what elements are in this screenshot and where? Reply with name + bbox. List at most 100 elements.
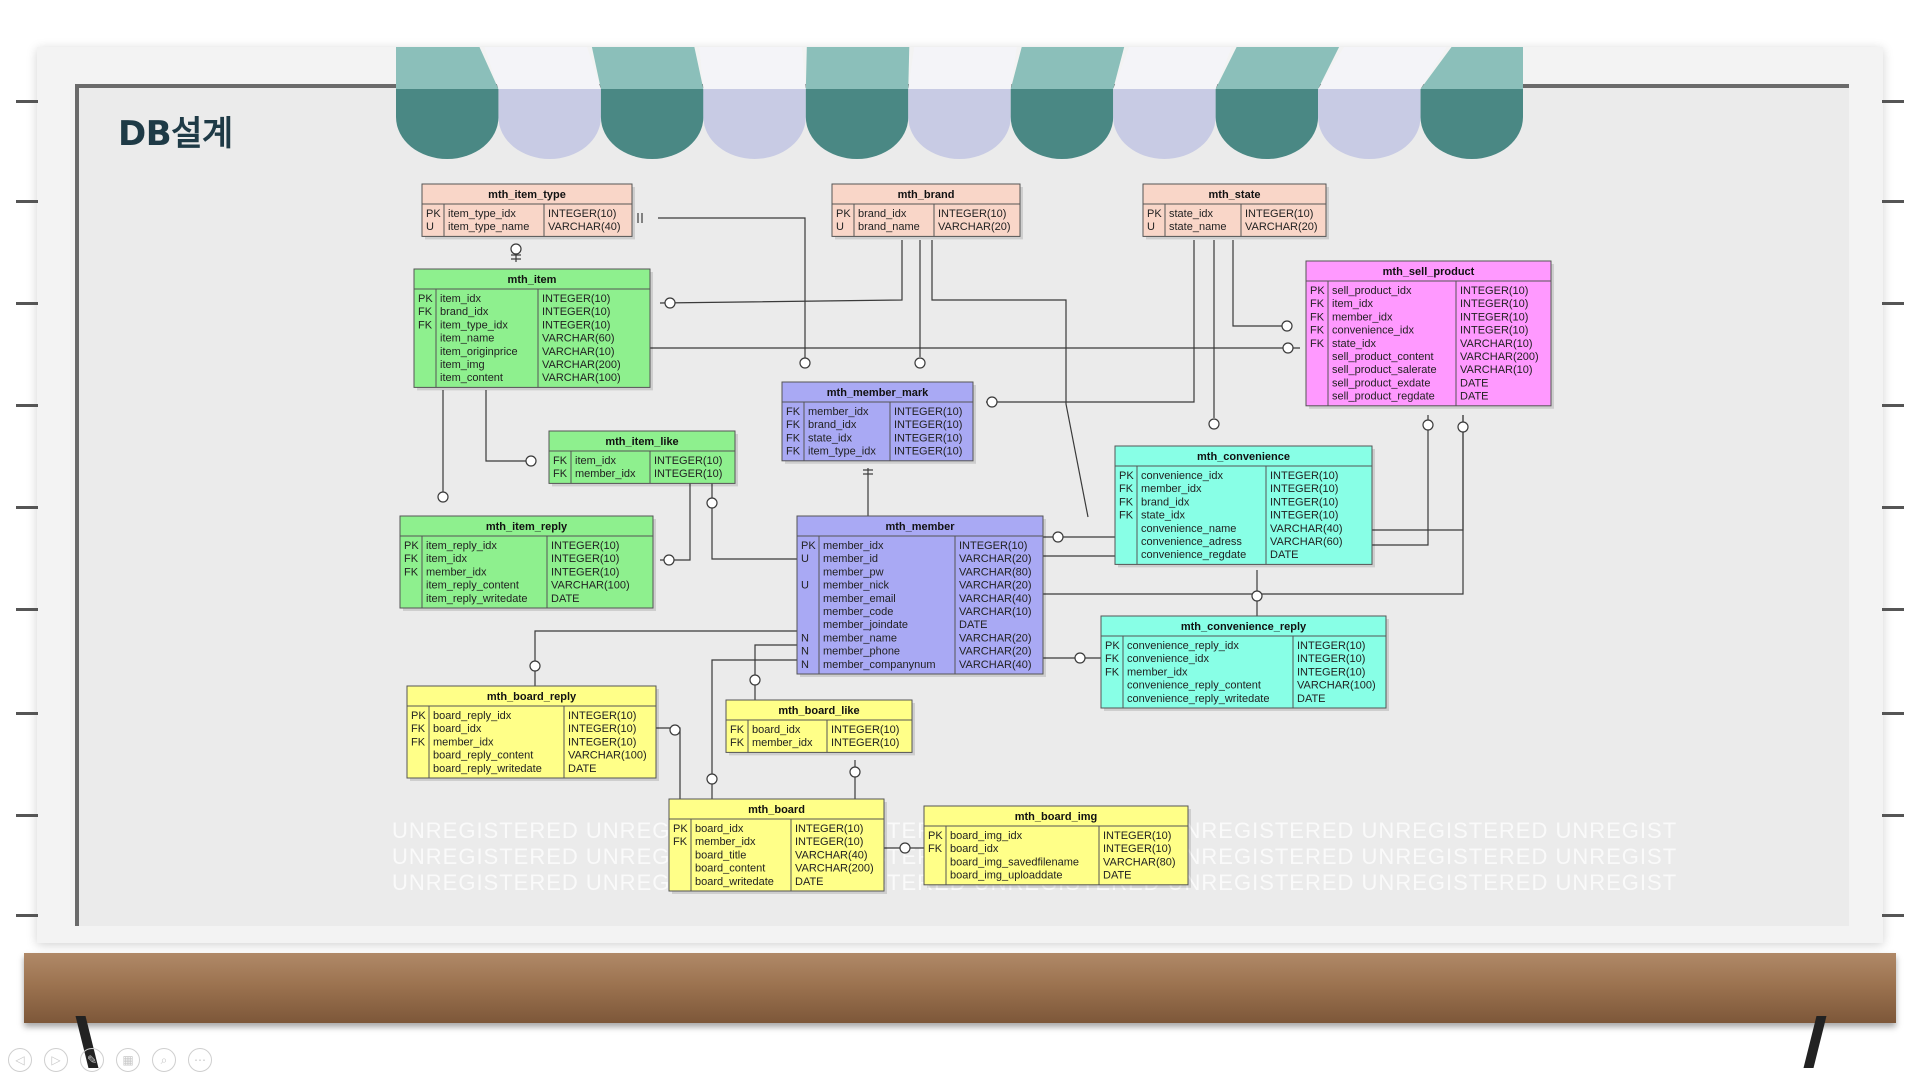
column-key: U bbox=[426, 221, 434, 233]
column-type: INTEGER(10) bbox=[795, 823, 863, 835]
column-key: FK bbox=[673, 836, 688, 848]
relationship-line bbox=[931, 240, 1089, 518]
table-name: mth_state bbox=[1209, 189, 1261, 201]
awning-stripe bbox=[484, 47, 601, 89]
column-name: state_idx bbox=[808, 432, 853, 444]
more-options-icon[interactable]: ⋯ bbox=[188, 1048, 212, 1072]
column-type: VARCHAR(100) bbox=[1297, 680, 1376, 692]
column-type: VARCHAR(20) bbox=[1245, 221, 1318, 233]
column-type: VARCHAR(200) bbox=[795, 863, 874, 875]
awning-stripe bbox=[1113, 47, 1232, 89]
column-type: INTEGER(10) bbox=[894, 419, 962, 431]
pen-icon[interactable]: ✎ bbox=[80, 1048, 104, 1072]
column-type: VARCHAR(20) bbox=[959, 580, 1032, 592]
column-type: INTEGER(10) bbox=[1297, 666, 1365, 678]
cardinality-zero-mark bbox=[1251, 590, 1263, 602]
column-key: PK bbox=[673, 823, 688, 835]
column-key: PK bbox=[426, 208, 441, 220]
column-type: INTEGER(10) bbox=[1270, 483, 1338, 495]
column-name: member_idx bbox=[695, 836, 756, 848]
table-name: mth_brand bbox=[898, 189, 955, 201]
column-type: DATE bbox=[1103, 870, 1132, 882]
cardinality-zero-mark bbox=[510, 243, 522, 255]
awning-scallop bbox=[1318, 89, 1421, 159]
column-key: U bbox=[801, 553, 809, 565]
column-key: FK bbox=[553, 468, 568, 480]
column-key: PK bbox=[411, 710, 426, 722]
column-type: VARCHAR(80) bbox=[1103, 856, 1176, 868]
table-box bbox=[923, 805, 1189, 886]
awning-scallop bbox=[1010, 89, 1114, 159]
awning-stripe bbox=[396, 47, 499, 89]
column-key: FK bbox=[411, 723, 426, 735]
zoom-icon[interactable]: ⌕ bbox=[152, 1048, 176, 1072]
column-key: PK bbox=[1119, 470, 1134, 482]
column-name: convenience_reply_content bbox=[1127, 680, 1261, 692]
table-box bbox=[406, 685, 657, 779]
column-type: INTEGER(10) bbox=[654, 468, 722, 480]
column-key: FK bbox=[1310, 325, 1325, 337]
table-box bbox=[796, 515, 1044, 675]
cardinality-zero-mark bbox=[849, 766, 861, 778]
awning-scallop bbox=[498, 89, 601, 159]
column-type: VARCHAR(200) bbox=[542, 359, 621, 371]
awning-scallop bbox=[1215, 89, 1319, 159]
column-name: state_idx bbox=[1332, 338, 1377, 350]
cardinality-zero-mark bbox=[529, 660, 541, 672]
column-name: board_reply_content bbox=[433, 750, 533, 762]
column-name: item_reply_writedate bbox=[426, 593, 528, 605]
cardinality-zero-mark bbox=[986, 396, 998, 408]
column-name: convenience_idx bbox=[1141, 470, 1223, 482]
table-name: mth_item_like bbox=[605, 436, 678, 448]
relationship-line bbox=[986, 240, 1195, 403]
table-box bbox=[668, 798, 885, 892]
column-type: INTEGER(10) bbox=[1460, 298, 1528, 310]
column-type: INTEGER(10) bbox=[654, 455, 722, 467]
column-name: member_idx bbox=[1141, 483, 1202, 495]
column-name: member_id bbox=[823, 553, 878, 565]
next-slide-icon[interactable]: ▷ bbox=[44, 1048, 68, 1072]
column-name: convenience_name bbox=[1141, 523, 1236, 535]
column-name: member_idx bbox=[1127, 666, 1188, 678]
column-key: PK bbox=[801, 540, 816, 552]
column-type: DATE bbox=[1297, 693, 1326, 705]
cardinality-zero-mark bbox=[899, 842, 911, 854]
column-type: VARCHAR(40) bbox=[795, 849, 868, 861]
column-type: VARCHAR(200) bbox=[1460, 351, 1539, 363]
column-key: FK bbox=[404, 553, 419, 565]
cardinality-zero-mark bbox=[1282, 342, 1294, 354]
column-type: VARCHAR(10) bbox=[1460, 364, 1533, 376]
column-name: board_idx bbox=[433, 723, 482, 735]
table-name: mth_member bbox=[885, 521, 955, 533]
awning-scallop bbox=[805, 89, 909, 159]
column-key: FK bbox=[418, 306, 433, 318]
column-key: PK bbox=[1310, 285, 1325, 297]
column-type: INTEGER(10) bbox=[1245, 208, 1313, 220]
column-name: member_nick bbox=[823, 580, 890, 592]
column-type: DATE bbox=[551, 593, 580, 605]
column-name: convenience_reply_idx bbox=[1127, 640, 1239, 652]
column-type: VARCHAR(20) bbox=[959, 646, 1032, 658]
column-name: item_reply_idx bbox=[426, 540, 497, 552]
table-box bbox=[548, 430, 736, 484]
column-type: INTEGER(10) bbox=[568, 723, 636, 735]
column-name: item_idx bbox=[426, 553, 467, 565]
column-name: member_idx bbox=[426, 566, 487, 578]
previous-slide-icon[interactable]: ◁ bbox=[8, 1048, 32, 1072]
column-type: VARCHAR(80) bbox=[959, 566, 1032, 578]
column-key: PK bbox=[928, 830, 943, 842]
slide-grid-icon[interactable]: ▦ bbox=[116, 1048, 140, 1072]
column-name: member_idx bbox=[1332, 311, 1393, 323]
column-name: item_idx bbox=[440, 293, 481, 305]
awning-stripe bbox=[1215, 47, 1340, 89]
column-type: INTEGER(10) bbox=[1103, 830, 1171, 842]
column-name: sell_product_salerate bbox=[1332, 364, 1437, 376]
cardinality-zero-mark bbox=[663, 554, 675, 566]
column-type: INTEGER(10) bbox=[959, 540, 1027, 552]
